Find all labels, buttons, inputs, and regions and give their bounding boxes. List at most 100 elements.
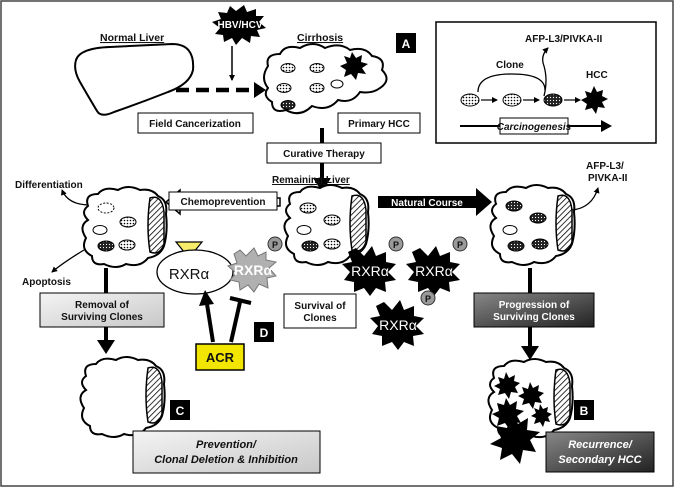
chemoprevention-label: Chemoprevention (180, 197, 265, 208)
recurrence-box (545, 431, 655, 473)
panel-a-label: A (402, 37, 411, 51)
tumor-burst (494, 372, 520, 399)
inset-cell-dense (543, 93, 563, 107)
nodule (330, 79, 344, 89)
rxr-phospho-burst-dark (370, 300, 424, 350)
panel-c-label: C (176, 404, 185, 418)
tumor-burst (340, 52, 368, 80)
nodule (97, 202, 115, 214)
acr-activation-shaft (205, 303, 215, 343)
hbv-hcv-label: HBV/HCV (217, 20, 262, 31)
nodule (309, 63, 325, 73)
phosphate-badge (388, 236, 404, 252)
cirrhosis-label: Cirrhosis (297, 32, 343, 44)
hbv-hcv-burst (212, 5, 266, 45)
nodule (301, 240, 319, 252)
resection-area (555, 194, 573, 252)
inset-hcc-label: HCC (586, 70, 608, 81)
afp-arrow (571, 187, 600, 211)
apoptosis-arrow (51, 249, 85, 273)
nodule (502, 225, 518, 235)
apoptosis-label: Apoptosis (22, 277, 71, 288)
phosphate-label: P (272, 240, 278, 250)
recurrence-label-line1: Recurrence/ (568, 439, 634, 451)
inset-marker-label: AFP-L3/PIVKA-II (525, 34, 602, 45)
curative-therapy-label: Curative Therapy (283, 149, 365, 160)
phosphate-badge (420, 290, 436, 306)
nodule (92, 225, 108, 235)
acr-inhibition-shaft (229, 301, 242, 343)
liver-prevented (79, 356, 166, 438)
primary-hcc-box (337, 112, 421, 134)
curative-therapy-box (266, 142, 382, 164)
rxr-active-label: RXRα (169, 266, 210, 283)
acr-label: ACR (206, 350, 235, 365)
inset-hcc-burst (581, 86, 608, 114)
afp-label-line2: PIVKA-II (588, 173, 628, 184)
inset-clone-label: Clone (496, 60, 524, 71)
nodule (276, 83, 292, 93)
rxr-phospho-burst-dark (342, 246, 396, 296)
resection-area (553, 368, 571, 426)
nodule (280, 63, 296, 73)
phosphate-label: P (393, 240, 399, 250)
afp-label-line1: AFP-L3/ (586, 161, 624, 172)
nodule (280, 100, 296, 110)
nodule (323, 214, 341, 226)
resection-area (145, 366, 163, 424)
curative-arrowhead (313, 178, 331, 192)
rxr-phospho-dark-label: RXRα (351, 263, 389, 279)
inset-marker-arrow (542, 47, 549, 97)
tumor-burst (518, 382, 544, 409)
recurrence-label-line2: Secondary HCC (558, 454, 642, 466)
field-cancerization-arrowhead (254, 82, 266, 98)
panel-d-badge (254, 322, 274, 342)
panel-b-label: B (580, 404, 589, 418)
panel-c-badge (170, 400, 190, 420)
acr-inhibition-bar (229, 296, 252, 305)
normal-liver-label: Normal Liver (100, 32, 164, 44)
nodule (97, 240, 115, 252)
rxr-phospho-label: RXRα (234, 262, 273, 278)
progression-label-line1: Progression of (499, 300, 570, 311)
phosphate-label: P (425, 294, 431, 304)
natural-course-arrow (378, 188, 492, 216)
inset-cell-normal (460, 93, 480, 107)
primary-hcc-label: Primary HCC (348, 119, 410, 130)
carcinogenesis-label: Carcinogenesis (497, 122, 572, 133)
prevention-label-line1: Prevention/ (196, 439, 258, 451)
nodule (323, 238, 341, 250)
survival-label-line2: Clones (303, 313, 337, 324)
rxr-phospho-dark-label: RXRα (415, 263, 453, 279)
phosphate-badge (267, 236, 283, 252)
field-cancerization-label: Field Cancerization (149, 119, 241, 130)
panel-d-label: D (260, 326, 269, 340)
differentiation-label: Differentiation (15, 180, 83, 191)
prevention-label-line2: Clonal Deletion & Inhibition (154, 454, 298, 466)
nodule (529, 212, 547, 224)
field-cancerization-box (137, 112, 254, 134)
progression-label-line2: Surviving Clones (493, 312, 575, 323)
normal-liver (74, 42, 195, 116)
differentiation-arrow (61, 189, 91, 206)
natural-course-label: Natural Course (391, 198, 463, 209)
rxr-phospho-burst (227, 247, 278, 293)
nodule (507, 240, 525, 252)
rxr-phospho-dark-label: RXRα (379, 317, 417, 333)
remaining-liver-label: Remaining Liver (272, 175, 350, 186)
removal-label-line1: Removal of (75, 300, 130, 311)
survival-label-line1: Survival of (294, 301, 346, 312)
panel-b-badge (574, 400, 594, 420)
tumor-burst-large (490, 414, 540, 464)
inset-clone-bracket (477, 73, 546, 93)
nodule (118, 239, 136, 251)
resection-area (349, 194, 367, 252)
nodule (119, 216, 137, 228)
acr-activation-arrowhead (199, 290, 214, 306)
phosphate-label: P (457, 240, 463, 250)
progression-box (473, 292, 595, 328)
panel-a-badge (396, 33, 416, 53)
